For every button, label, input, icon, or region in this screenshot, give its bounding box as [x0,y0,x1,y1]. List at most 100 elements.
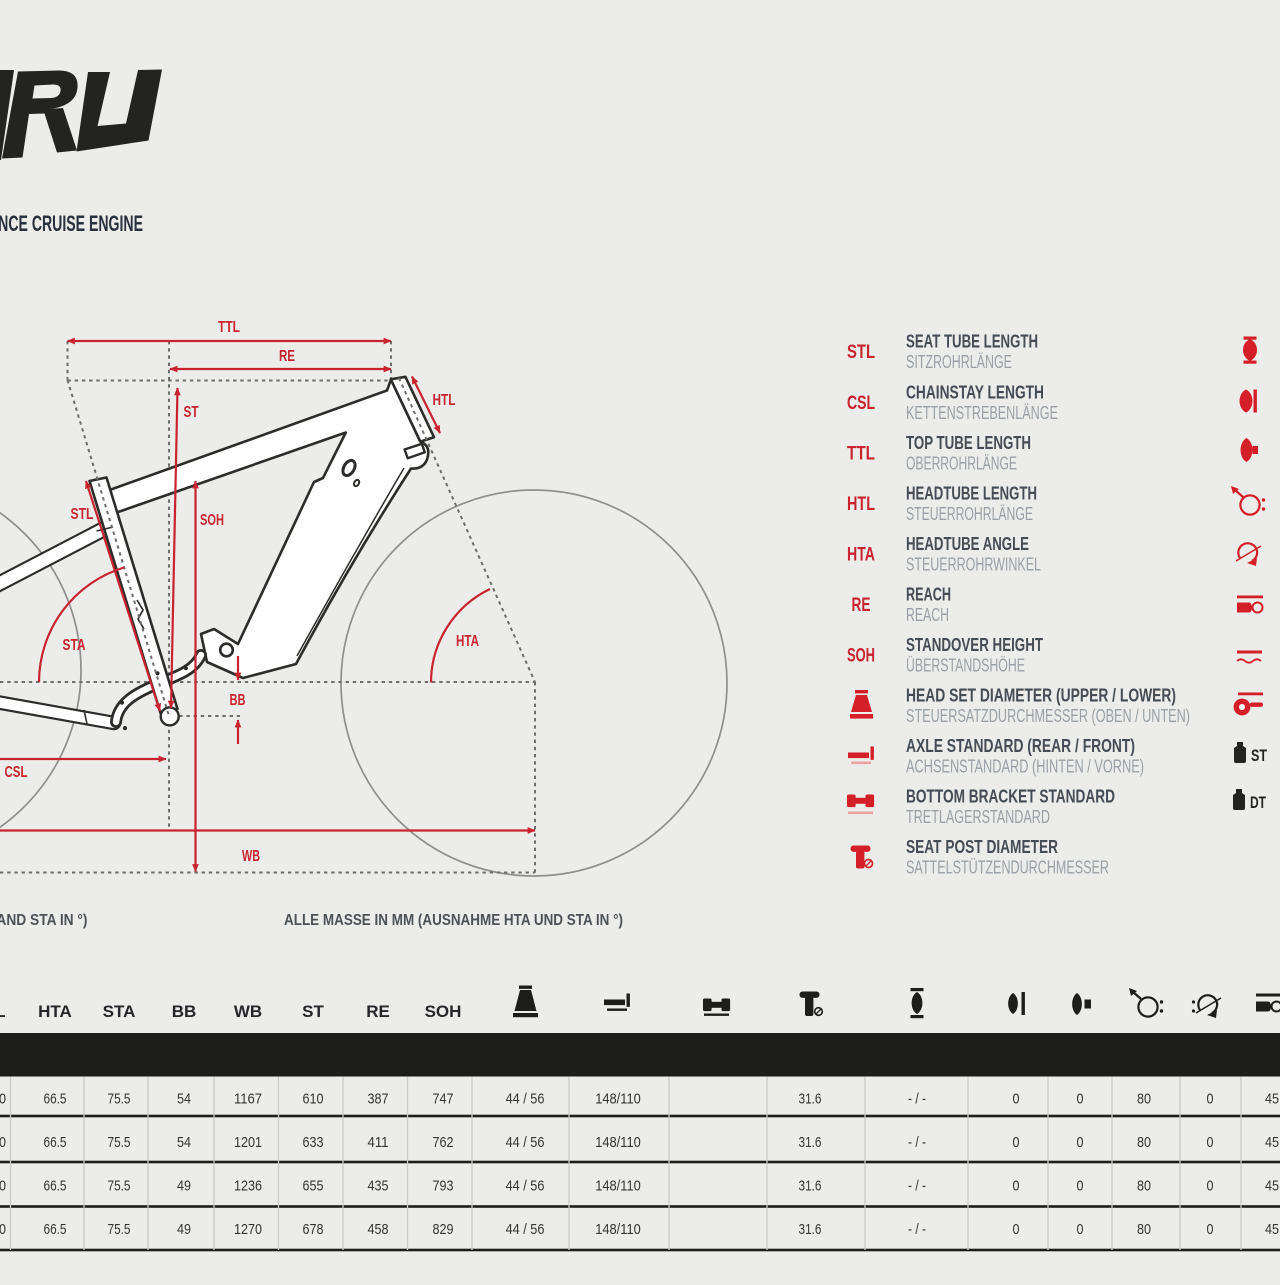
svg-text:1201: 1201 [234,1134,262,1151]
svg-text:L: L [0,1002,6,1021]
svg-text:RE: RE [852,595,871,616]
svg-text:148/110: 148/110 [595,1178,641,1195]
svg-text:ALLE MASSE IN MM (AUSNAHME HTA: ALLE MASSE IN MM (AUSNAHME HTA UND STA I… [284,912,623,929]
svg-text:31.6: 31.6 [799,1134,822,1151]
svg-text:CSL: CSL [5,764,28,781]
svg-text:- / -: - / - [908,1091,926,1108]
svg-text:0: 0 [0,1091,6,1108]
svg-text:31.6: 31.6 [799,1091,822,1108]
svg-text:SITZROHRLÄNGE: SITZROHRLÄNGE [906,352,1012,372]
svg-text:ACHSENSTANDARD (HINTEN / VORNE: ACHSENSTANDARD (HINTEN / VORNE) [906,756,1144,776]
svg-text:31.6: 31.6 [799,1178,822,1195]
svg-text:54: 54 [177,1134,191,1151]
svg-text:- / -: - / - [908,1134,926,1151]
svg-text:0: 0 [1207,1091,1214,1108]
svg-text:148/110: 148/110 [595,1221,641,1238]
svg-text:0: 0 [1077,1221,1084,1238]
svg-text:HEADTUBE ANGLE: HEADTUBE ANGLE [906,533,1029,554]
svg-text:AXLE STANDARD (REAR / FRONT): AXLE STANDARD (REAR / FRONT) [906,735,1135,756]
svg-text:80: 80 [1137,1091,1151,1108]
svg-text:49: 49 [177,1178,191,1195]
svg-text:SEAT TUBE LENGTH: SEAT TUBE LENGTH [906,331,1038,352]
svg-text:80: 80 [1137,1221,1151,1238]
svg-text:DT: DT [1250,793,1266,812]
svg-text:HTA: HTA [38,1002,72,1021]
svg-text:435: 435 [368,1178,389,1195]
svg-text:STA: STA [103,1002,136,1021]
svg-text:REACH: REACH [906,605,949,625]
svg-text:SATTELSTÜTZENDURCHMESSER: SATTELSTÜTZENDURCHMESSER [906,857,1109,877]
svg-text:ST: ST [302,1002,324,1021]
svg-text:655: 655 [303,1178,324,1195]
svg-text:633: 633 [303,1134,324,1151]
svg-text:CSL: CSL [847,393,875,414]
svg-text:0: 0 [1013,1134,1020,1151]
svg-text:TRETLAGERSTANDARD: TRETLAGERSTANDARD [906,807,1050,827]
svg-text:TTL: TTL [847,444,875,465]
svg-text:610: 610 [303,1091,324,1108]
svg-text:RE: RE [279,348,295,365]
svg-text:66.5: 66.5 [44,1178,67,1195]
svg-text:45: 45 [1265,1221,1279,1238]
svg-text:OBERROHRLÄNGE: OBERROHRLÄNGE [906,453,1017,473]
svg-text:75.5: 75.5 [108,1134,131,1151]
svg-text:HTL: HTL [847,494,875,515]
svg-text:HEADTUBE LENGTH: HEADTUBE LENGTH [906,483,1037,504]
svg-text:STEUERROHRWINKEL: STEUERROHRWINKEL [906,554,1041,574]
svg-text:- / -: - / - [908,1178,926,1195]
svg-text:44 / 56: 44 / 56 [506,1221,545,1238]
svg-text:ÜBERSTANDSHÖHE: ÜBERSTANDSHÖHE [906,655,1025,675]
svg-text:0: 0 [1207,1134,1214,1151]
svg-text:STEUERSATZDURCHMESSER (OBEN /: STEUERSATZDURCHMESSER (OBEN / UNTEN) [906,706,1190,726]
svg-text:REACH: REACH [906,584,951,605]
svg-text:678: 678 [303,1221,324,1238]
svg-text:0: 0 [0,1134,6,1151]
svg-text:0: 0 [0,1221,6,1238]
svg-text:387: 387 [368,1091,389,1108]
svg-text:0: 0 [1013,1178,1020,1195]
svg-text:747: 747 [433,1091,454,1108]
svg-text:0: 0 [1077,1134,1084,1151]
svg-text:ST: ST [184,404,199,421]
svg-text:SEAT POST DIAMETER: SEAT POST DIAMETER [906,836,1058,857]
svg-text:TOP TUBE LENGTH: TOP TUBE LENGTH [906,432,1031,453]
svg-text:66.5: 66.5 [44,1091,67,1108]
svg-text:75.5: 75.5 [108,1091,131,1108]
svg-text:BB: BB [230,692,246,709]
svg-text:ANCE CRUISE ENGINE: ANCE CRUISE ENGINE [0,211,143,236]
svg-text:KETTENSTREBENLÄNGE: KETTENSTREBENLÄNGE [906,403,1058,423]
svg-text:HTL: HTL [433,392,456,409]
svg-text:BB: BB [172,1002,197,1021]
svg-text:45: 45 [1265,1091,1279,1108]
svg-text:HEAD SET DIAMETER (UPPER / LOW: HEAD SET DIAMETER (UPPER / LOWER) [906,685,1176,706]
svg-text:49: 49 [177,1221,191,1238]
svg-text:411: 411 [368,1134,389,1151]
svg-text:1236: 1236 [234,1178,262,1195]
svg-text:ST: ST [1251,746,1267,765]
svg-text:SOH: SOH [200,512,224,529]
svg-text:CHAINSTAY LENGTH: CHAINSTAY LENGTH [906,382,1044,403]
svg-text:458: 458 [368,1221,389,1238]
svg-text:148/110: 148/110 [595,1134,641,1151]
svg-text:44 / 56: 44 / 56 [506,1091,545,1108]
svg-text:1270: 1270 [234,1221,262,1238]
svg-text:1167: 1167 [234,1091,262,1108]
svg-text:BOTTOM BRACKET STANDARD: BOTTOM BRACKET STANDARD [906,786,1115,807]
svg-text:0: 0 [0,1178,6,1195]
svg-text:31.6: 31.6 [799,1221,822,1238]
svg-text:148/110: 148/110 [595,1091,641,1108]
svg-text:45: 45 [1265,1134,1279,1151]
svg-text:HTA: HTA [456,633,479,650]
svg-text:WB: WB [234,1002,262,1021]
svg-text:0: 0 [1077,1178,1084,1195]
svg-text:829: 829 [433,1221,454,1238]
svg-text:75.5: 75.5 [108,1221,131,1238]
svg-text:STANDOVER HEIGHT: STANDOVER HEIGHT [906,634,1043,655]
svg-text:RE: RE [366,1002,390,1021]
svg-text:0: 0 [1077,1091,1084,1108]
svg-text:SOH: SOH [425,1002,462,1021]
svg-text:0: 0 [1207,1178,1214,1195]
svg-text:80: 80 [1137,1178,1151,1195]
svg-text:75.5: 75.5 [108,1178,131,1195]
svg-text:HTA: HTA [847,545,875,566]
